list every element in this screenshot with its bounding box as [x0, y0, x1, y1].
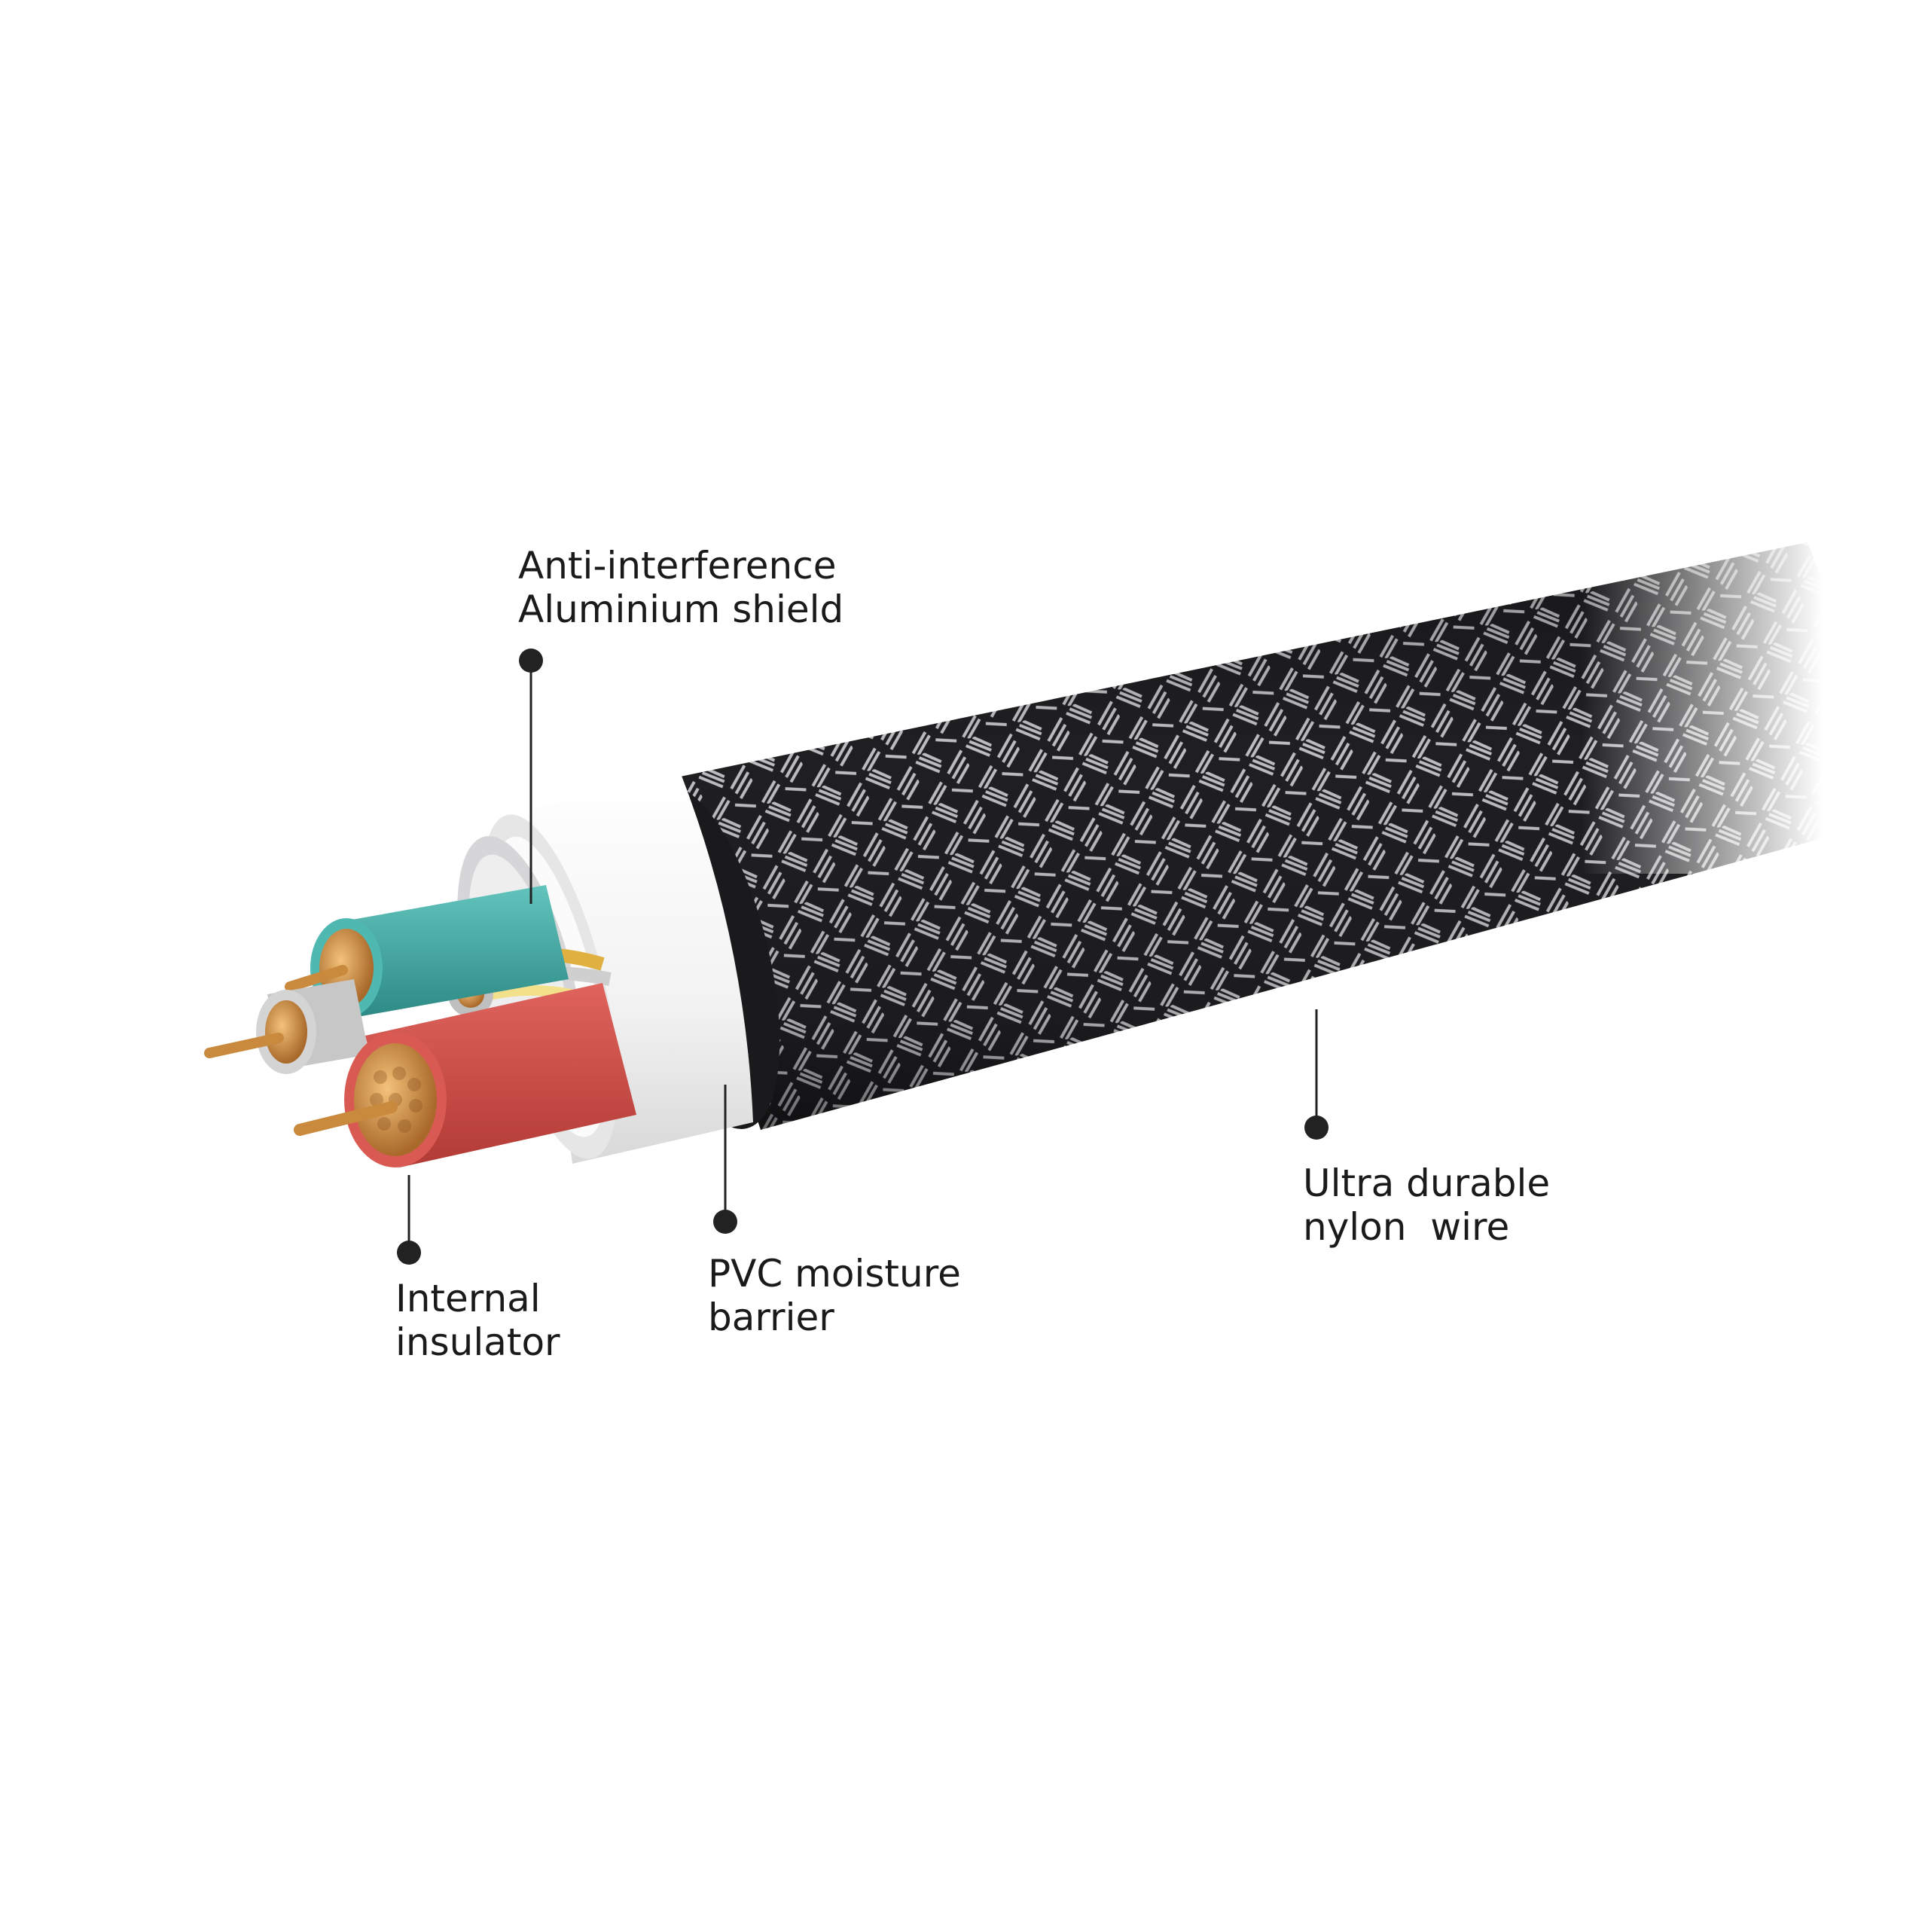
callout-nylon-line2: nylon wire — [1303, 1205, 1510, 1249]
callout-barrier-line1: PVC moisture — [708, 1252, 961, 1296]
leader-shield — [519, 649, 543, 904]
teal-conductor — [285, 885, 569, 1018]
callout-shield-line2: Aluminium shield — [518, 588, 844, 631]
callout-shield-line1: Anti-interference — [518, 544, 837, 588]
leader-barrier — [713, 1085, 737, 1234]
callout-insulator-line2: insulator — [395, 1320, 560, 1364]
callout-barrier-line2: barrier — [708, 1296, 834, 1339]
callout-insulator-line1: Internal — [395, 1277, 541, 1320]
callout-shield: Anti-interference Aluminium shield — [518, 544, 844, 631]
nylon-jacket — [628, 482, 1928, 1130]
callout-barrier: PVC moisture barrier — [708, 1252, 961, 1339]
callout-nylon-line1: Ultra durable — [1303, 1161, 1551, 1205]
callout-nylon: Ultra durable nylon wire — [1303, 1161, 1550, 1249]
gray-conductor — [204, 979, 369, 1074]
leader-insulator — [397, 1175, 421, 1265]
red-conductor — [294, 983, 636, 1167]
callout-insulator: Internal insulator — [395, 1277, 560, 1364]
leader-nylon — [1304, 1009, 1329, 1140]
